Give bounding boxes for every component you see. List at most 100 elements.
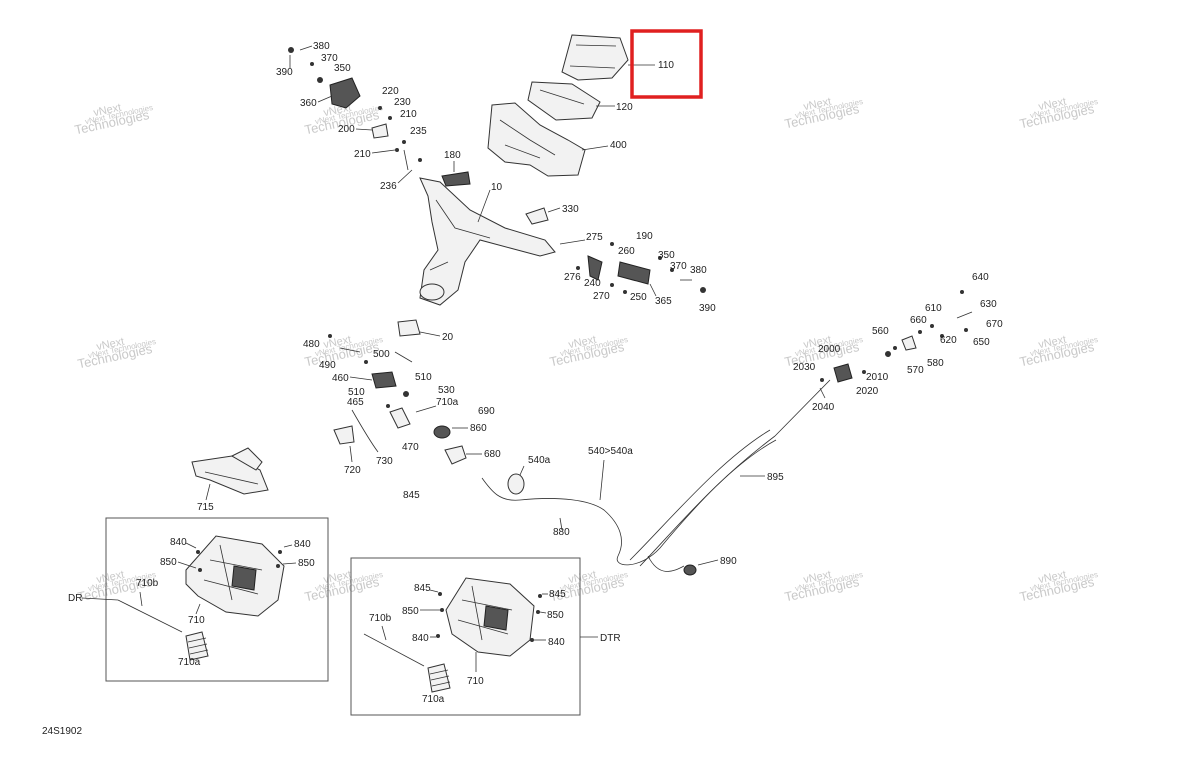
label-650: 650: [973, 337, 990, 348]
label-860: 860: [470, 423, 487, 434]
label-330: 330: [562, 204, 579, 215]
label-180: 180: [444, 150, 461, 161]
label-850-box-mid-b: 850: [547, 610, 564, 621]
label-370-right: 370: [670, 261, 687, 272]
label-220: 220: [382, 86, 399, 97]
right-grip-parts: [559, 239, 706, 294]
watermark: vNext Technologies vNext Technologies: [783, 569, 864, 605]
svg-text:vNext: vNext: [802, 334, 832, 352]
label-510-b: 510: [348, 387, 365, 398]
label-230: 230: [394, 97, 411, 108]
label-840-box-left-b: 840: [294, 539, 311, 550]
svg-text:vNext: vNext: [802, 569, 832, 587]
lever-part-330: [525, 207, 549, 225]
label-350-right: 350: [658, 250, 675, 261]
label-845-box-mid-b: 845: [549, 589, 566, 600]
label-270: 270: [593, 291, 610, 302]
label-530: 530: [438, 385, 455, 396]
label-200: 200: [338, 124, 355, 135]
label-2000: 2000: [818, 344, 841, 355]
label-465: 465: [347, 397, 364, 408]
label-660: 660: [910, 315, 927, 326]
watermark: vNext Technologies vNext Technologies: [1018, 569, 1099, 605]
label-460: 460: [332, 373, 349, 384]
label-2010: 2010: [866, 372, 889, 383]
watermark: vNext Technologies vNext Technologies: [73, 102, 154, 138]
label-680: 680: [484, 449, 501, 460]
label-710a-mid: 710a: [436, 397, 459, 408]
svg-text:vNext: vNext: [567, 569, 597, 587]
label-dtr: DTR: [600, 633, 621, 644]
watermark: vNext Technologies vNext Technologies: [1018, 96, 1099, 132]
label-500: 500: [373, 349, 390, 360]
label-235: 235: [410, 126, 427, 137]
label-540: 540>540a: [588, 446, 633, 457]
label-2030: 2030: [793, 362, 816, 373]
clamp-part-890: [683, 564, 697, 576]
clamp-part-20: [397, 319, 421, 337]
watermark-group: vNext Technologies vNext Technologies vN…: [73, 96, 1099, 605]
svg-text:vNext: vNext: [95, 336, 125, 354]
bracket-part-180: [441, 171, 471, 187]
svg-text:vNext: vNext: [322, 569, 352, 587]
label-490: 490: [319, 360, 336, 371]
detail-box-dtr: [350, 557, 581, 716]
label-250: 250: [630, 292, 647, 303]
label-610: 610: [925, 303, 942, 314]
label-dr: DR: [68, 593, 82, 604]
label-240: 240: [584, 278, 601, 289]
label-20: 20: [442, 332, 454, 343]
label-710a-box-left: 710a: [178, 657, 201, 668]
label-360: 360: [300, 98, 317, 109]
throttle-cable-part-540: [481, 435, 776, 566]
label-690: 690: [478, 406, 495, 417]
label-570: 570: [907, 365, 924, 376]
highlight-box: [630, 29, 703, 99]
label-670: 670: [986, 319, 1003, 330]
watermark: vNext Technologies vNext Technologies: [548, 334, 629, 370]
label-190: 190: [636, 231, 653, 242]
throttle-parts: [328, 334, 467, 465]
label-630: 630: [980, 299, 997, 310]
label-710-box-left: 710: [188, 615, 205, 626]
diagram-code: 24S1902: [42, 726, 82, 737]
label-350-top: 350: [334, 63, 351, 74]
watermark: vNext Technologies vNext Technologies: [1018, 334, 1099, 370]
svg-text:vNext: vNext: [322, 334, 352, 352]
label-730: 730: [376, 456, 393, 467]
label-480: 480: [303, 339, 320, 350]
label-380-top: 380: [313, 41, 330, 52]
label-236: 236: [380, 181, 397, 192]
label-710b-box-mid: 710b: [369, 613, 392, 624]
label-620: 620: [940, 335, 957, 346]
label-720: 720: [344, 465, 361, 476]
svg-text:vNext: vNext: [92, 102, 122, 120]
label-276: 276: [564, 272, 581, 283]
label-640: 640: [972, 272, 989, 283]
cover-part-120: [527, 81, 601, 121]
label-580: 580: [927, 358, 944, 369]
label-400: 400: [610, 140, 627, 151]
label-10: 10: [491, 182, 503, 193]
label-895: 895: [767, 472, 784, 483]
label-380-right: 380: [690, 265, 707, 276]
label-710-box-mid: 710: [467, 676, 484, 687]
label-850-box-left-b: 850: [298, 558, 315, 569]
reverse-handle-part-715: [191, 447, 269, 495]
label-890: 890: [720, 556, 737, 567]
label-2040: 2040: [812, 402, 835, 413]
label-840-box-mid-a: 840: [412, 633, 429, 644]
label-840-box-mid-b: 840: [548, 637, 565, 648]
label-110: 110: [658, 60, 674, 71]
label-710b-box-left: 710b: [136, 578, 159, 589]
cable-end-parts: [774, 290, 973, 437]
svg-text:vNext: vNext: [1037, 334, 1067, 352]
label-850-box-left-a: 850: [160, 557, 177, 568]
label-2020: 2020: [856, 386, 879, 397]
label-715: 715: [197, 502, 214, 513]
label-510-a: 510: [415, 372, 432, 383]
label-845-mid: 845: [403, 490, 420, 501]
left-grip-parts: [288, 45, 422, 171]
label-120: 120: [616, 102, 633, 113]
